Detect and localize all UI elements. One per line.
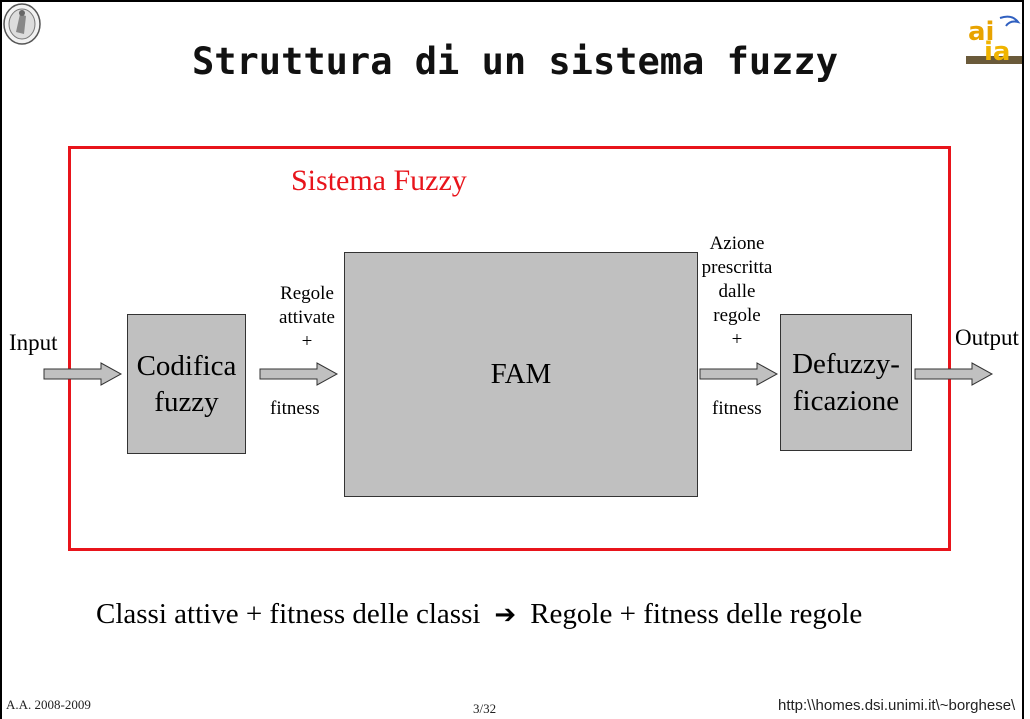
mapping-formula: Classi attive + fitness delle classi ➔ Reg… [96, 598, 862, 631]
action-arrow [699, 362, 779, 386]
rules-line-3: + [301, 331, 313, 352]
aira-iapr-logo-icon: ai ia [962, 12, 1024, 72]
defuzzy-line-1: Defuzzy- [792, 348, 900, 381]
action-line-1: Azione [709, 233, 765, 254]
fam-block: FAM [344, 252, 698, 497]
svg-text:ai: ai [968, 17, 994, 47]
input-arrow [43, 362, 123, 386]
rules-line-2: attivate [279, 307, 335, 328]
system-label: Sistema Fuzzy [291, 164, 467, 197]
rules-line-1: Regole [280, 283, 334, 304]
activated-rules-label: Regole attivate + [262, 282, 352, 354]
footer-url: http:\\homes.dsi.unimi.it\~borghese\ [778, 697, 1016, 714]
formula-right: Regole + fitness delle regole [530, 598, 863, 630]
action-line-2: prescritta [701, 257, 773, 278]
fitness-label-left: fitness [270, 398, 320, 419]
output-label: Output [955, 325, 1019, 350]
fuzzy-system-boundary [68, 146, 951, 551]
prescribed-action-label: Azione prescritta dalle regole + [692, 232, 782, 352]
defuzzy-line-2: ficazione [792, 384, 900, 417]
action-line-3: dalle [718, 281, 756, 302]
defuzzification-block: Defuzzy- ficazione [780, 314, 912, 451]
right-arrow-icon: ➔ [494, 600, 517, 630]
page-number: 3/32 [473, 701, 497, 716]
formula-left: Classi attive + fitness delle classi [96, 598, 481, 630]
action-line-5: + [731, 329, 743, 350]
action-line-4: regole [713, 305, 761, 326]
fam-label: FAM [490, 358, 552, 390]
input-label: Input [9, 330, 58, 355]
university-seal-icon [2, 2, 42, 48]
output-arrow [914, 362, 994, 386]
coding-line-2: fuzzy [154, 386, 219, 418]
slide-title: Struttura di un sistema fuzzy [191, 40, 838, 83]
coding-line-1: Codifica [136, 349, 237, 382]
svg-text:ia: ia [984, 37, 1010, 67]
academic-year: A.A. 2008-2009 [6, 697, 91, 712]
fuzzy-coding-block: Codifica fuzzy [127, 314, 246, 454]
rules-arrow [259, 362, 339, 386]
fitness-label-right: fitness [712, 398, 762, 419]
